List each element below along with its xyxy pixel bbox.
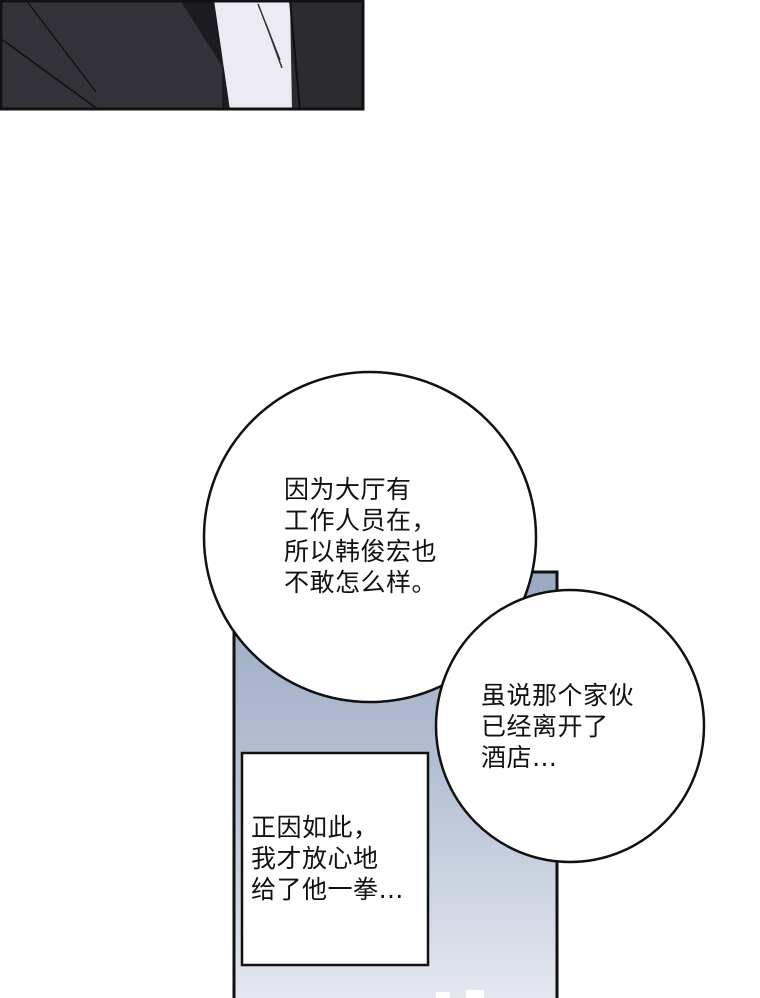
cut-off-glyph-marks — [436, 990, 484, 998]
speech-bubble-right-outline — [434, 588, 706, 864]
caption-text: 正因如此， 我才放心地 给了他一拳… — [251, 813, 405, 904]
suit-line — [0, 37, 97, 109]
shirt-collar — [214, 0, 292, 110]
top-panel-border — [0, 0, 365, 111]
top-panel — [0, 0, 365, 111]
suit-line — [25, 0, 97, 93]
caption-box — [240, 751, 430, 967]
speech-bubble-right — [434, 588, 706, 864]
collar-crease-line — [265, 23, 283, 69]
lapel-edge — [289, 0, 301, 111]
speech-bubble-left-outline — [202, 370, 538, 704]
speech-bubble-right-text: 虽说那个家伙 已经离开了 酒店… — [481, 681, 635, 772]
speech-bubble-left — [202, 370, 538, 704]
suit-shape — [0, 0, 250, 110]
speech-bubble-left-text: 因为大厅有 工作人员在， 所以韩俊宏也 不敢怎么样。 — [284, 475, 438, 597]
